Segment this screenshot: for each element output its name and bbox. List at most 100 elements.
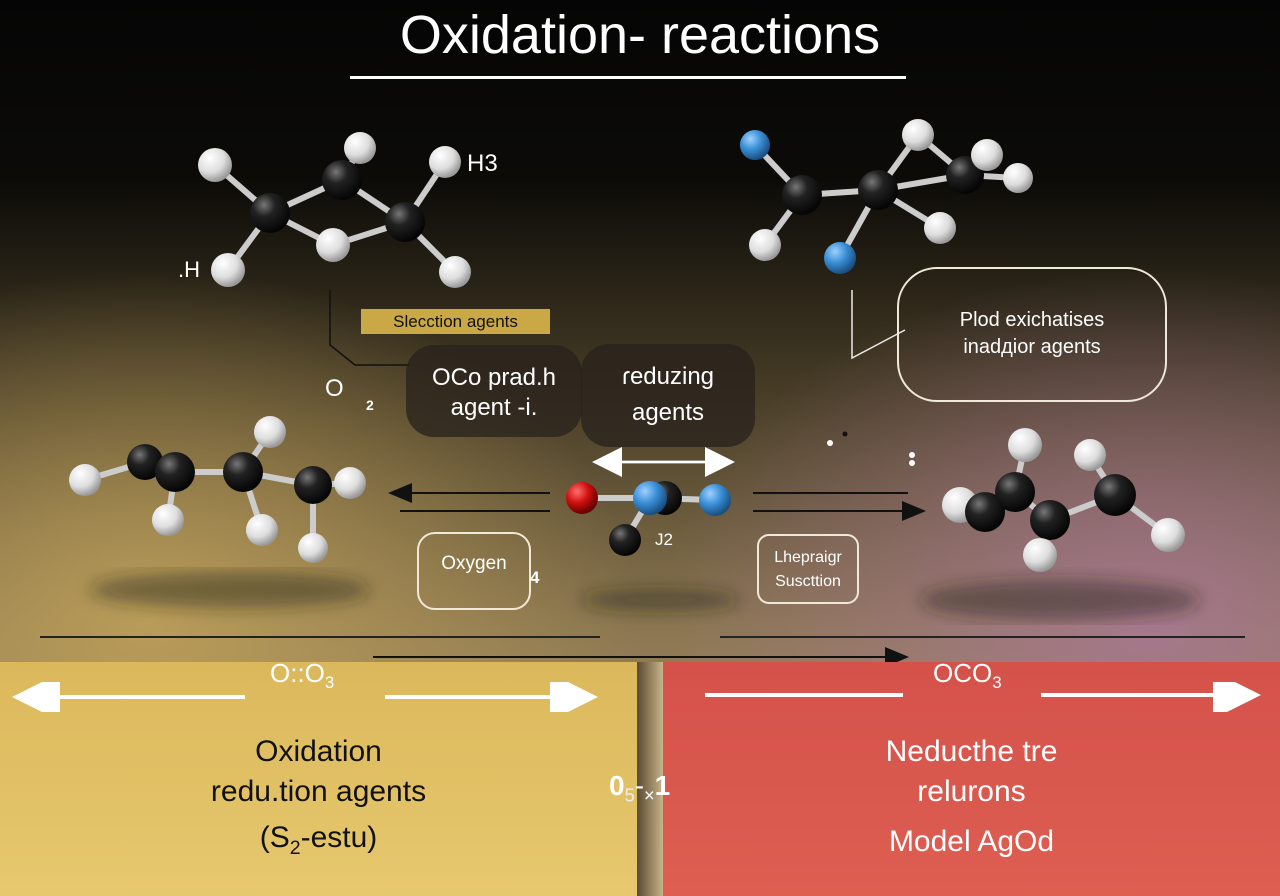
hydrogen-atom [902, 119, 934, 151]
hydrogen-atom [924, 212, 956, 244]
hydrogen-atom [1008, 428, 1042, 462]
label-h3: H3 [467, 150, 498, 177]
carbon-atom [946, 156, 984, 194]
callout-line [329, 290, 410, 366]
hydrogen-atom [334, 467, 366, 499]
molecule-model [69, 416, 366, 563]
hydrogen-atom [254, 416, 286, 448]
hydrogen-atom [198, 148, 232, 182]
carbon-atom [155, 452, 195, 492]
speech-bubble: Plod exichatises inadдior agents [897, 267, 1167, 402]
panel-line: (S2-estu) [0, 818, 637, 868]
carbon-atom [782, 175, 822, 215]
s: × [644, 785, 655, 806]
hydrogen-atom [1074, 439, 1106, 471]
nitrogen-atom [824, 242, 856, 274]
j2-label: J2 [655, 530, 673, 549]
reducing-box-line: ɾeduzing [621, 363, 715, 390]
title-underline [350, 76, 906, 79]
oxidation-panel-text: Oxidation redu.tion agents (S2-estu) [0, 732, 637, 868]
hydrogen-atom [211, 253, 245, 287]
molecule-model [566, 481, 731, 556]
carbon-atom [322, 160, 362, 200]
formula-subscript: 3 [992, 673, 1002, 693]
selection-agents-tag: Slecction agents [361, 309, 550, 334]
nitrogen-atom [699, 484, 731, 516]
reducing-agents-box: ɾeduzing agents [581, 344, 755, 447]
bubble-line: inadдior agents [963, 336, 1101, 358]
bubble-tail [851, 290, 906, 360]
t: - [634, 770, 645, 801]
oxygen-atom [566, 482, 598, 514]
hydrogen-atom [344, 132, 376, 164]
o2-label: O [325, 375, 344, 402]
molecule-model [942, 428, 1185, 572]
hydrogen-atom [749, 229, 781, 261]
panel-arrows [705, 682, 1261, 712]
panel-line: relurons [917, 775, 1026, 808]
t: 1 [654, 770, 671, 801]
oxygen-subscript: 4 [530, 568, 540, 587]
formula-text: OCO [933, 658, 993, 688]
hydrogen-atom [1003, 163, 1033, 193]
panel-line: Neducthe tre [885, 735, 1058, 768]
page-title: Oxidation- reactions [399, 5, 881, 65]
hydrogen-atom [429, 146, 461, 178]
oco-agent-box: OCo prad.h agent -i. [406, 345, 582, 437]
reducing-box-line: agents [631, 399, 705, 426]
carbon-atom [294, 466, 332, 504]
carbon-atom [223, 452, 263, 492]
nitrogen-atom [740, 130, 770, 160]
carbon-atom [250, 193, 290, 233]
carbon-atom [1030, 500, 1070, 540]
dot [909, 452, 915, 458]
carbon-atom [385, 202, 425, 242]
carbon-atom [995, 472, 1035, 512]
hydrogen-atom [439, 256, 471, 288]
s: 5 [624, 785, 635, 806]
oco-box-line: agent -i. [450, 394, 538, 421]
molecule-model [198, 132, 471, 288]
panel-gap [637, 662, 663, 896]
hydrogen-atom [69, 464, 101, 496]
text: (S [259, 821, 290, 854]
t: 0 [609, 770, 625, 801]
carbon-atom [1094, 474, 1136, 516]
oco-box-line: OCo prad.h [431, 364, 557, 391]
dot [909, 460, 915, 466]
dot [827, 440, 833, 446]
oxygen-box: Oxygen [417, 532, 531, 610]
text: -estu) [300, 821, 378, 854]
reduction-panel-text: Neducthe tre relurons Model AgOd [663, 732, 1280, 862]
hydrogen-atom [152, 504, 184, 536]
oxidation-panel: O::O3 Oxidation redu.tion agents (S2-est… [0, 658, 637, 896]
subscript: 2 [289, 837, 301, 859]
right-formula: OCO3 [933, 658, 1002, 693]
hydrogen-atom [298, 533, 328, 563]
hydrogen-atom [1023, 538, 1057, 572]
molecule-shadow [920, 580, 1200, 620]
molecule-model [740, 119, 1033, 274]
molecule-shadow [580, 590, 740, 610]
middle-formula: 05-×1 [609, 770, 670, 807]
label-h: .H [178, 257, 200, 282]
dot [842, 431, 848, 437]
left-formula: O::O3 [270, 658, 334, 693]
hydrogen-atom [246, 514, 278, 546]
carbon-atom [858, 170, 898, 210]
hydrogen-atom [316, 228, 350, 262]
carbon-atom [609, 524, 641, 556]
panel-arrows [12, 682, 598, 712]
carbon-atom [127, 444, 163, 480]
panel-line: Oxidation [255, 735, 382, 768]
hydrogen-atom [971, 139, 1003, 171]
panel-line: Model AgOd [888, 825, 1055, 858]
bubble-line: Plod exichatises [959, 309, 1105, 331]
suction-line: Suscttion [775, 573, 841, 590]
suction-line: Lhepraigr [774, 549, 842, 566]
hydrogen-atom [1151, 518, 1185, 552]
reduction-panel: OCO3 Neducthe tre relurons Model AgOd [663, 658, 1280, 896]
formula-subscript: 3 [324, 673, 335, 693]
o2-subscript: 2 [366, 397, 374, 413]
